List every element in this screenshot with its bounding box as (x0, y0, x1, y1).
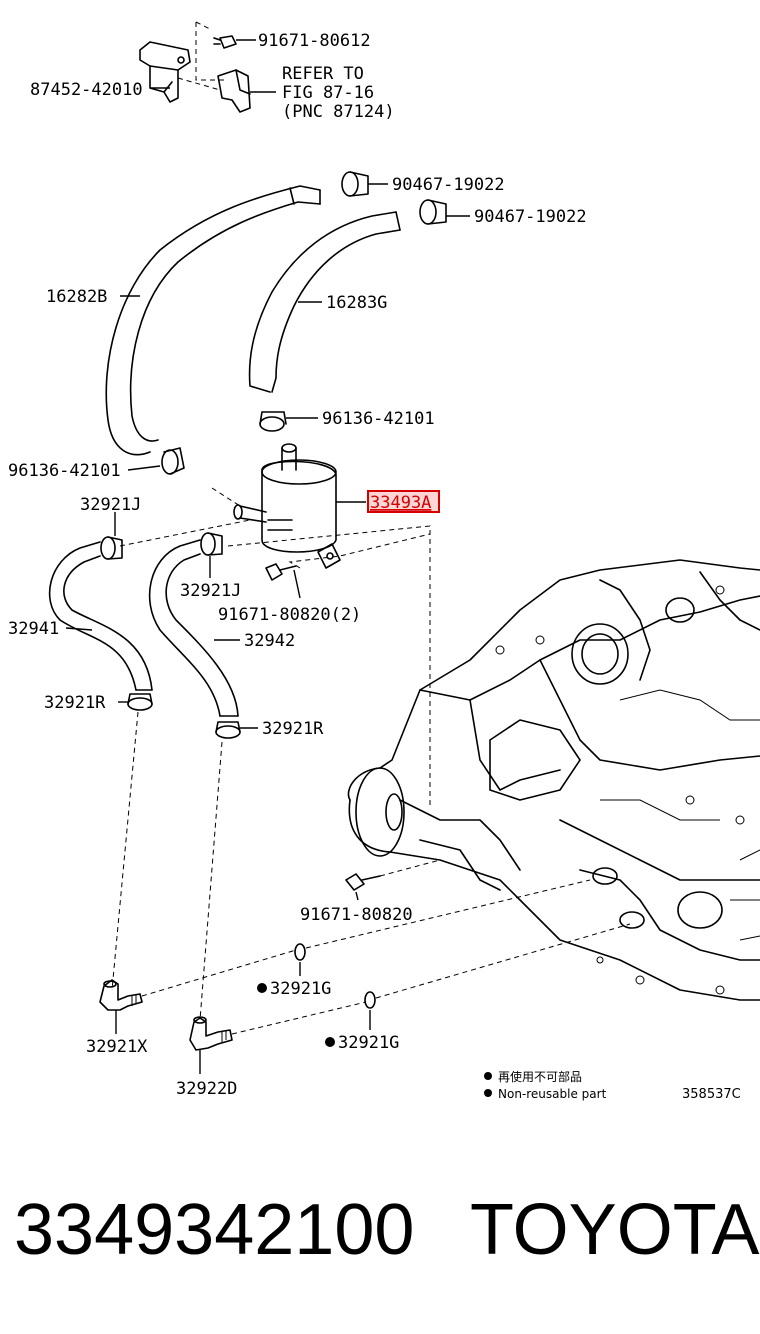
label-90467-19022-a: 90467-19022 (392, 175, 505, 195)
o-ring-32921G-b (364, 991, 376, 1009)
hose-32941 (48, 541, 153, 691)
label-32921R-b: 32921R (262, 719, 324, 739)
clamp-96136-b (161, 447, 185, 475)
label-32921J-b: 32921J (180, 581, 241, 601)
fitting-32921X (99, 979, 143, 1011)
o-ring-32921G-a (294, 943, 306, 961)
clamp-32921R-b (215, 721, 241, 739)
hose-32942 (148, 539, 239, 717)
legend-bullet-en (484, 1089, 492, 1097)
label-32942: 32942 (244, 631, 295, 651)
label-90467-19022-b: 90467-19022 (474, 207, 587, 227)
label-32921G-a: 32921G (270, 979, 331, 999)
legend-note-cn: 再使用不可部品 (498, 1069, 582, 1084)
label-33493A: 33493A (370, 493, 431, 513)
label-pnc-87124: (PNC 87124) (282, 102, 395, 122)
hose-16283G (248, 211, 401, 393)
label-16282B: 16282B (46, 287, 107, 307)
clamp-32921R-a (127, 693, 153, 711)
legend-bullet-cn (484, 1072, 492, 1080)
figure-code: 358537C (682, 1087, 741, 1102)
engine-block (347, 559, 760, 1001)
bolt-91671-80612 (213, 35, 237, 49)
clamp-32921J-a (100, 536, 123, 560)
non-reusable-mark-b (325, 1037, 335, 1047)
label-96136-42101-a: 96136-42101 (322, 409, 435, 429)
footer: 3349342100 TOYOTA (0, 1180, 760, 1290)
label-32921J-a: 32921J (80, 495, 141, 515)
label-32921G-b: 32921G (338, 1033, 399, 1053)
bracket-87452 (139, 41, 191, 103)
clamp-90467-b (419, 199, 447, 225)
label-32941: 32941 (8, 619, 59, 639)
label-32922D: 32922D (176, 1079, 237, 1099)
clip-87124 (217, 69, 251, 113)
clamp-90467-a (341, 171, 369, 197)
clamp-96136-a (259, 411, 287, 432)
footer-brand: TOYOTA (470, 1190, 760, 1270)
footer-part-number: 3349342100 (14, 1190, 415, 1270)
label-96136-42101-b: 96136-42101 (8, 461, 121, 481)
oil-cooler-33493A (233, 443, 341, 569)
label-91671-80820-2: 91671-80820(2) (218, 605, 361, 625)
label-87452-42010: 87452-42010 (30, 80, 143, 100)
bolt-91671-80820-b (345, 873, 381, 891)
leader-lines (65, 39, 470, 1074)
label-32921R-a: 32921R (44, 693, 106, 713)
highlight-33493A: 33493A (367, 490, 440, 513)
bolt-91671-80820-a (265, 563, 297, 581)
label-16283G: 16283G (326, 293, 387, 313)
label-fig-87-16: FIG 87-16 (282, 83, 374, 103)
clamp-32921J-b (200, 532, 223, 556)
label-refer-to: REFER TO (282, 64, 364, 84)
non-reusable-mark-a (257, 983, 267, 993)
label-91671-80820: 91671-80820 (300, 905, 413, 925)
label-91671-80612: 91671-80612 (258, 31, 371, 51)
label-32921X: 32921X (86, 1037, 148, 1057)
fitting-32922D (189, 1016, 233, 1051)
legend-note-en: Non-reusable part (498, 1087, 607, 1101)
